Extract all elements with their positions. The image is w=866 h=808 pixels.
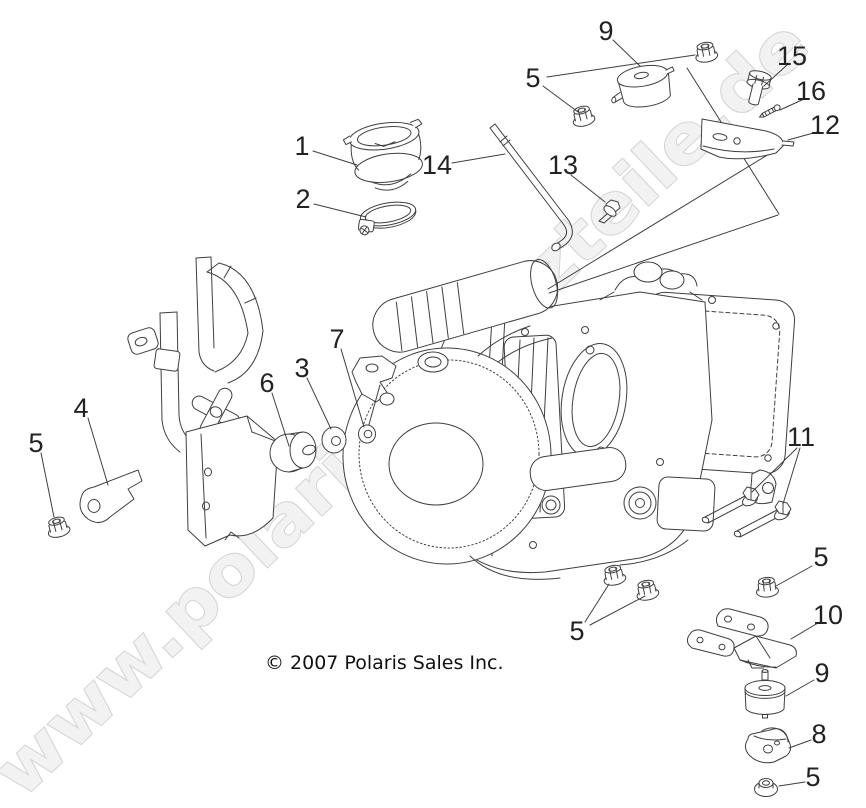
callout-9-bottom: 9 [814, 658, 829, 688]
part-5-nut-center-a [600, 562, 628, 588]
part-16-screw [759, 104, 781, 118]
engine-intake-fittings [599, 261, 703, 301]
engine-water-pump [469, 447, 777, 580]
engine-top-cylinder [372, 259, 559, 353]
part-5-nut-center-b [633, 577, 661, 603]
part-12-mount-bracket-upper [700, 118, 795, 160]
callout-9-top: 9 [598, 16, 613, 46]
callout-1: 1 [294, 131, 309, 161]
part-4-link-plate [79, 469, 143, 523]
callout-5-right: 5 [813, 542, 828, 572]
callout-3: 3 [294, 353, 309, 383]
callout-5-center: 5 [569, 616, 584, 646]
part-9-engine-mount-lower [744, 669, 786, 719]
part-5-nut-top-a [569, 103, 597, 129]
callout-14: 14 [422, 150, 452, 180]
frame-plate [185, 415, 279, 547]
part-5-nut-left [44, 514, 72, 541]
part-2-hose-clamp [357, 201, 417, 236]
part-6-rubber-bushing [269, 431, 317, 473]
callout-12: 12 [810, 110, 840, 140]
callout-11: 11 [787, 422, 815, 452]
frame-clamp-block [153, 348, 181, 372]
callout-5-top: 5 [525, 63, 540, 93]
part-13-bolt [598, 199, 621, 224]
part-3-washer [321, 426, 347, 454]
callout-10: 10 [813, 600, 843, 630]
frame-section [127, 256, 279, 547]
leader-lines [40, 39, 819, 787]
part-7-small-washer [358, 424, 376, 444]
part-14-breather-tube [489, 123, 573, 252]
callout-labels: 1 2 3 4 5 5 5 5 5 6 7 8 9 9 10 11 12 13 … [28, 16, 843, 792]
callout-13: 13 [548, 150, 578, 180]
part-9-engine-mount-upper [611, 64, 675, 108]
frame-cross-bracket [191, 387, 241, 437]
callout-4: 4 [73, 393, 88, 423]
callout-2: 2 [295, 184, 310, 214]
part-11-bolt-b [732, 500, 792, 539]
frame-tab [127, 327, 159, 355]
callout-5-bottom: 5 [805, 762, 820, 792]
callout-6: 6 [259, 368, 274, 398]
part-8-mount-guard [744, 727, 791, 764]
callout-7: 7 [329, 324, 344, 354]
callout-15: 15 [777, 41, 807, 71]
copyright-text: © 2007 Polaris Sales Inc. [265, 652, 504, 674]
part-5-nut-right [754, 575, 780, 599]
part-1-intake-boot [342, 118, 423, 191]
engine-mount-lug [351, 355, 397, 429]
callout-16: 16 [796, 76, 826, 106]
part-5-flange-bushing [754, 778, 778, 797]
callout-8: 8 [811, 719, 826, 749]
callout-5-left: 5 [28, 428, 43, 458]
engine-cam-cover [560, 342, 628, 458]
part-15-flange-bolt [746, 70, 772, 106]
part-10-mount-bracket-lower [686, 608, 797, 669]
engine-assembly [342, 259, 796, 580]
